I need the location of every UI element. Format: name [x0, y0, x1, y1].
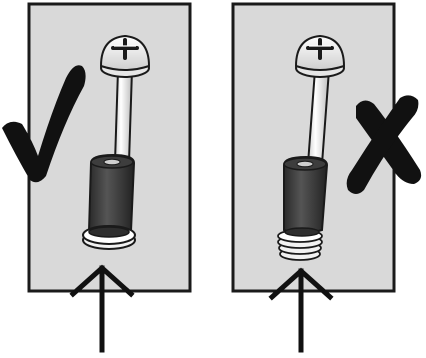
anchor-flange-ribbed — [277, 227, 323, 261]
checkmark-icon — [2, 65, 86, 183]
screw-with-anchor-icon — [82, 34, 151, 250]
screw-slot — [306, 38, 334, 60]
arrow-up-icon — [69, 264, 135, 353]
panel-left — [2, 2, 192, 293]
screw-slot — [111, 38, 139, 60]
anchor-flange-washer — [82, 225, 136, 250]
panel-right — [231, 2, 422, 293]
screw-shaft — [113, 69, 134, 163]
arrow-up-icon — [268, 267, 334, 353]
screw-with-anchor-icon — [277, 34, 346, 261]
cross-mark-icon — [346, 95, 422, 194]
